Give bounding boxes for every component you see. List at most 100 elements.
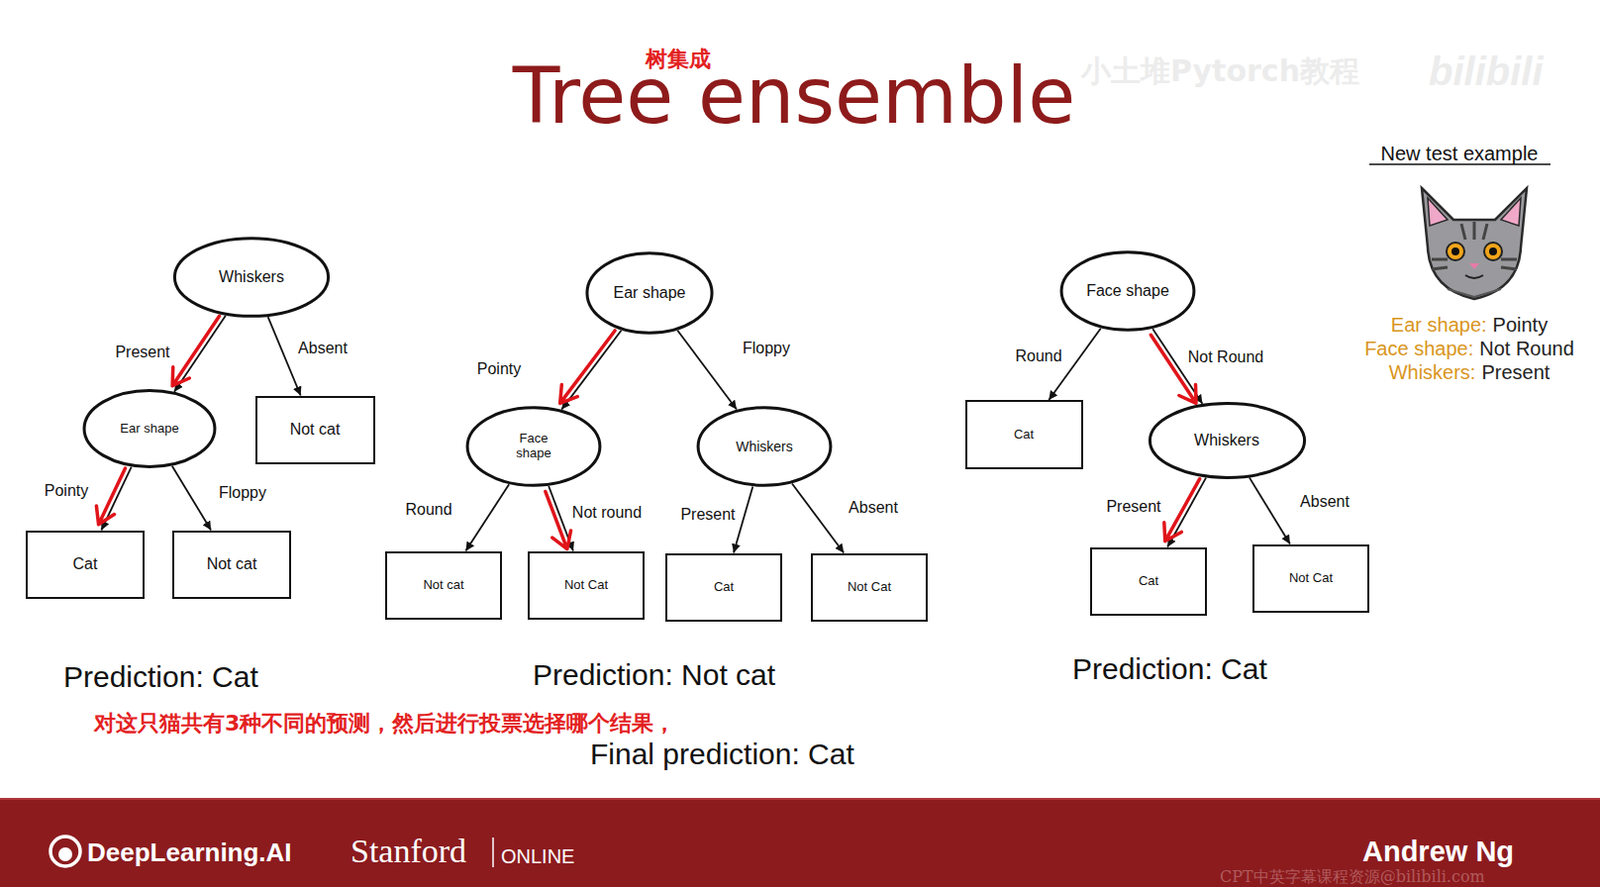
decision-ellipse: Whiskers [172,236,331,318]
ellipse-shape [1061,252,1195,331]
test-example-features: Ear shape:PointyFace shape:Not RoundWhis… [1346,312,1593,385]
branch-label: Not Round [1186,348,1267,367]
branch-label: Floppy [740,339,793,358]
node-text-wrap: Not cat [422,578,464,594]
feature-name: Ear shape: [1391,313,1488,336]
node-label: Not Cat [564,578,608,594]
node-text-wrap: Ear shape [613,284,687,302]
node-text-wrap: Whiskers [735,438,794,455]
branch-label: Absent [1298,493,1352,511]
decision-ellipse: Whiskers [696,405,833,488]
node-text-wrap: Whiskers [1194,431,1260,450]
node-label: Cat [1013,427,1034,443]
node-label: Face shape [1086,282,1170,300]
red-highlight-arrow [560,330,615,403]
decision-ellipse: Whiskers [1147,401,1307,480]
branch-label: Absent [296,339,350,358]
tree-branch [677,330,737,410]
branch-label: Pointy [475,360,523,379]
node-label: Ear shape [119,421,179,437]
ellipse-shape [84,391,215,468]
feature-name: Face shape: [1364,337,1474,360]
footer-separator [492,837,495,868]
node-label: Not Cat [1289,571,1333,587]
node-label: Face shape [503,431,564,462]
ellipse-shape [587,253,712,334]
decision-ellipse: Face shape [465,405,602,488]
branch-label: Round [1012,347,1064,366]
node-text-wrap: Face shape [503,431,564,462]
branch-label: Pointy [42,482,91,500]
red-highlight-arrow [1164,479,1200,542]
red-highlight-arrow [1150,334,1197,403]
footer-brand: DeepLearning.AI [87,838,293,869]
test-example-heading: New test example [1381,142,1539,166]
leaf-box: Not Cat [810,553,928,622]
leaf-box: Cat [1090,547,1207,616]
node-label: Cat [73,555,99,574]
node-text-wrap: Not Cat [564,578,608,594]
node-text-wrap: Not cat [206,555,258,574]
node-text-wrap: Face shape [1086,282,1170,300]
feature-value: Not Round [1479,337,1575,360]
feature-line: Ear shape:Pointy [1346,312,1593,337]
tree-branch [172,466,211,531]
leaf-box: Not cat [172,530,292,600]
watermark: bilibili [1428,48,1544,95]
author: Andrew Ng [1362,835,1514,869]
branch-label: Not round [570,503,644,522]
node-text-wrap: Cat [73,555,99,574]
ellipse-shape [467,407,600,487]
red-highlight-arrow [96,468,125,525]
ellipse-shape [174,238,328,317]
ellipse-shape [1149,403,1304,479]
node-text-wrap: Ear shape [119,421,179,437]
feature-value: Present [1481,361,1550,384]
feature-name: Whiskers: [1389,361,1477,384]
leaf-box: Cat [665,553,783,622]
node-text-wrap: Not Cat [847,580,892,596]
feature-line: Face shape:Not Round [1346,336,1593,361]
node-label: Not Cat [847,580,892,596]
decision-ellipse: Face shape [1059,250,1197,332]
node-label: Whiskers [218,268,285,287]
node-label: Ear shape [613,284,687,302]
node-label: Not cat [422,578,464,594]
decision-ellipse: Ear shape [82,389,217,469]
branch-label: Floppy [216,484,269,502]
watermark: CPT中英字幕课程资源@bilibili.com [1219,868,1486,887]
node-label: Whiskers [735,438,794,455]
watermark: 小土堆Pytorch教程 [1081,54,1360,90]
chinese-subtitle: 对这只猫共有3种不同的预测，然后进行投票选择哪个结果， [94,710,676,736]
node-text-wrap: Not cat [290,420,341,439]
branch-label: Present [678,505,737,524]
feature-line: Whiskers:Present [1346,360,1593,385]
branch-label: Present [1103,498,1163,516]
tree-branch [465,484,509,551]
leaf-box: Not Cat [1252,544,1370,613]
node-text-wrap: Not Cat [1289,571,1333,587]
red-highlight-arrow [172,315,219,386]
leaf-box: Not cat [385,551,502,620]
node-label: Whiskers [1194,431,1260,450]
leaf-box: Cat [965,400,1084,470]
tree-branch [792,483,844,553]
node-label: Not cat [290,420,341,439]
leaf-box: Not Cat [527,551,645,620]
prediction: Prediction: Cat [1072,652,1268,688]
branch-label: Round [402,500,454,519]
leaf-box: Cat [25,530,145,600]
node-label: Not cat [206,555,258,574]
deeplearning-logo [50,836,81,867]
prediction: Prediction: Cat [63,660,259,696]
branch-label: Absent [846,499,900,517]
footer-brand: Stanford [350,831,467,871]
ellipse-shape [698,407,831,487]
tree-branch [1249,477,1291,544]
node-label: Cat [1138,574,1159,590]
node-label: Cat [713,580,734,596]
leaf-box: Not cat [255,396,376,465]
decision-ellipse: Ear shape [585,251,714,335]
node-text-wrap: Cat [1138,574,1159,590]
feature-value: Pointy [1493,313,1549,336]
